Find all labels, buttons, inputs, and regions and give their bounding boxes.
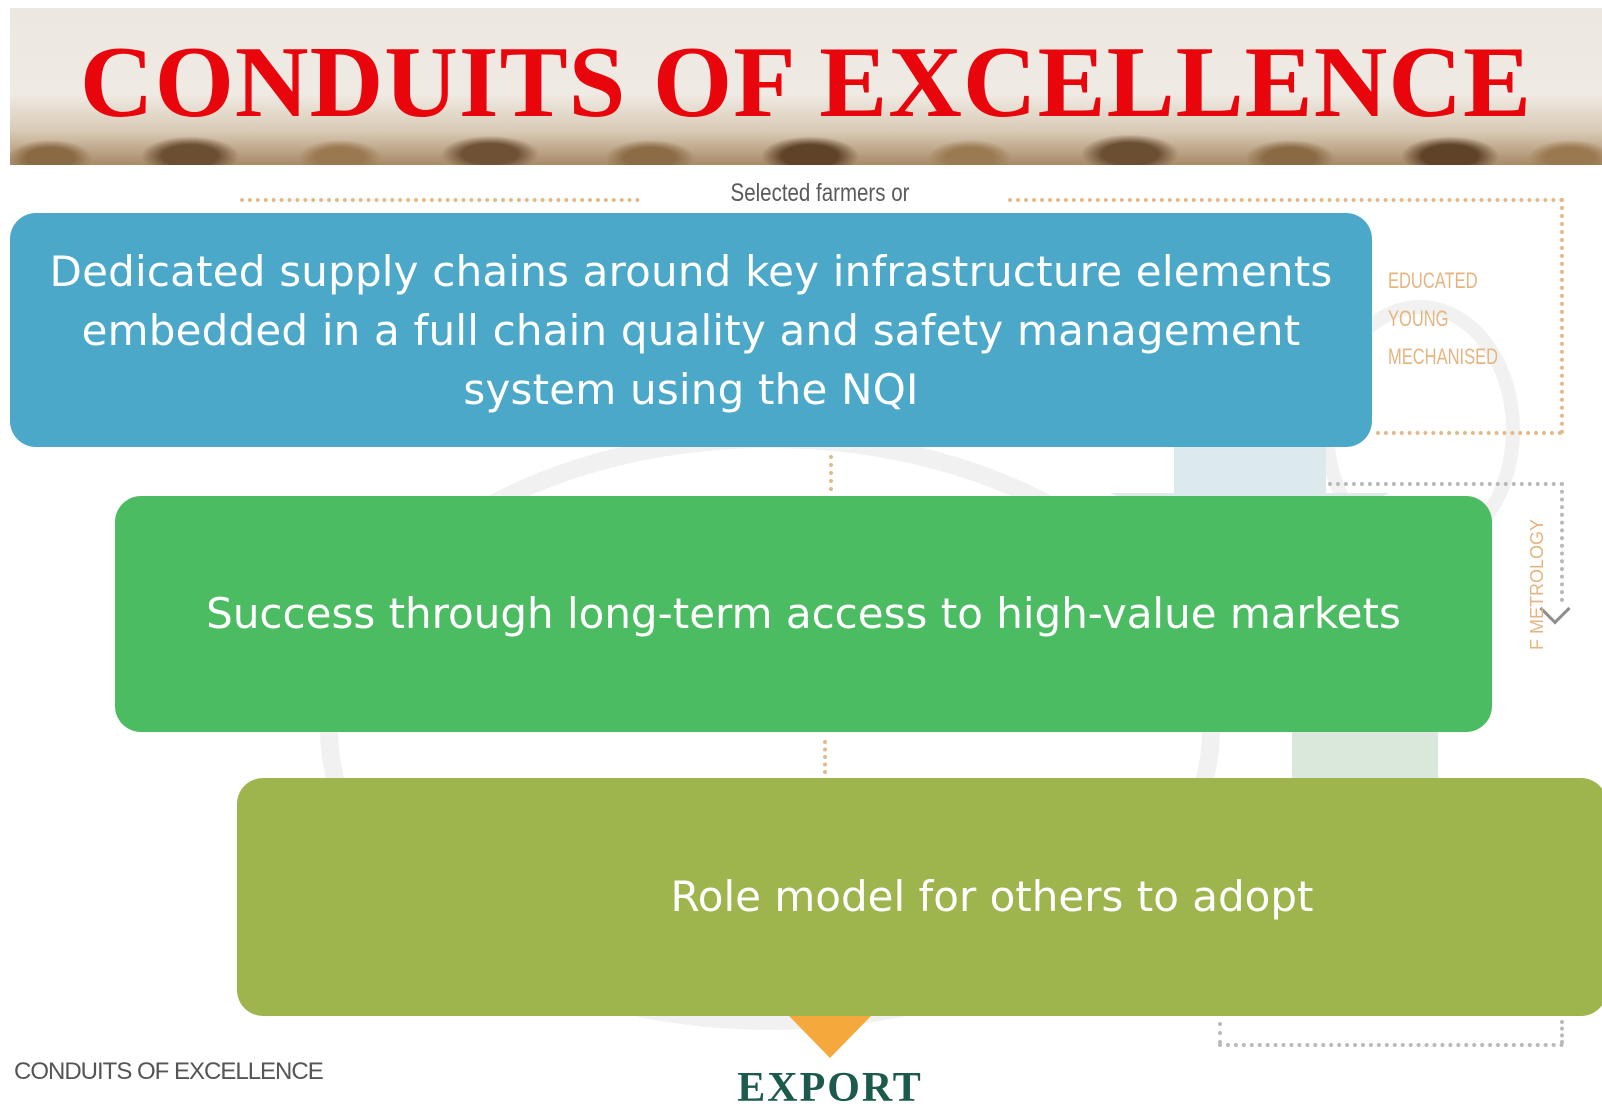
dotted-frame-grey-bottom-right (1560, 1020, 1564, 1044)
page-title: CONDUITS OF EXCELLENCE (79, 26, 1533, 139)
flow-step-text: Dedicated supply chains around key infra… (49, 246, 1333, 414)
export-arrow-icon (789, 1016, 871, 1058)
export-label: EXPORT (737, 1065, 923, 1111)
attribute-list: EDUCATED YOUNG MECHANISED (1388, 262, 1508, 376)
dotted-frame-grey-bottom (1218, 1043, 1564, 1047)
dotted-frame-top-left (240, 198, 640, 202)
dotted-frame-right (1560, 198, 1564, 434)
flow-step-supply-chains: Dedicated supply chains around key infra… (10, 213, 1372, 447)
dotted-connector-1 (829, 455, 833, 491)
flow-step-text: Role model for others to adopt (670, 872, 1314, 921)
footer-title: CONDUITS OF EXCELLENCE (14, 1058, 324, 1085)
flow-step-role-model: Role model for others to adopt (237, 778, 1602, 1016)
attribute-item: MECHANISED (1388, 344, 1499, 369)
flow-step-text: Success through long-term access to high… (206, 589, 1401, 638)
dotted-connector-2 (823, 740, 827, 774)
dotted-frame-grey-top (1328, 482, 1564, 486)
metrology-label: F METROLOGY (1527, 518, 1547, 650)
dotted-frame-grey-bottom-left (1218, 1022, 1222, 1044)
dotted-frame-mid (1376, 431, 1562, 435)
attribute-item: EDUCATED (1388, 268, 1478, 293)
attribute-item: YOUNG (1388, 306, 1449, 331)
dotted-frame-grey-right (1560, 482, 1564, 602)
dotted-frame-top-right (1008, 198, 1564, 202)
header-banner: CONDUITS OF EXCELLENCE (10, 8, 1602, 165)
flow-step-market-access: Success through long-term access to high… (115, 496, 1492, 732)
